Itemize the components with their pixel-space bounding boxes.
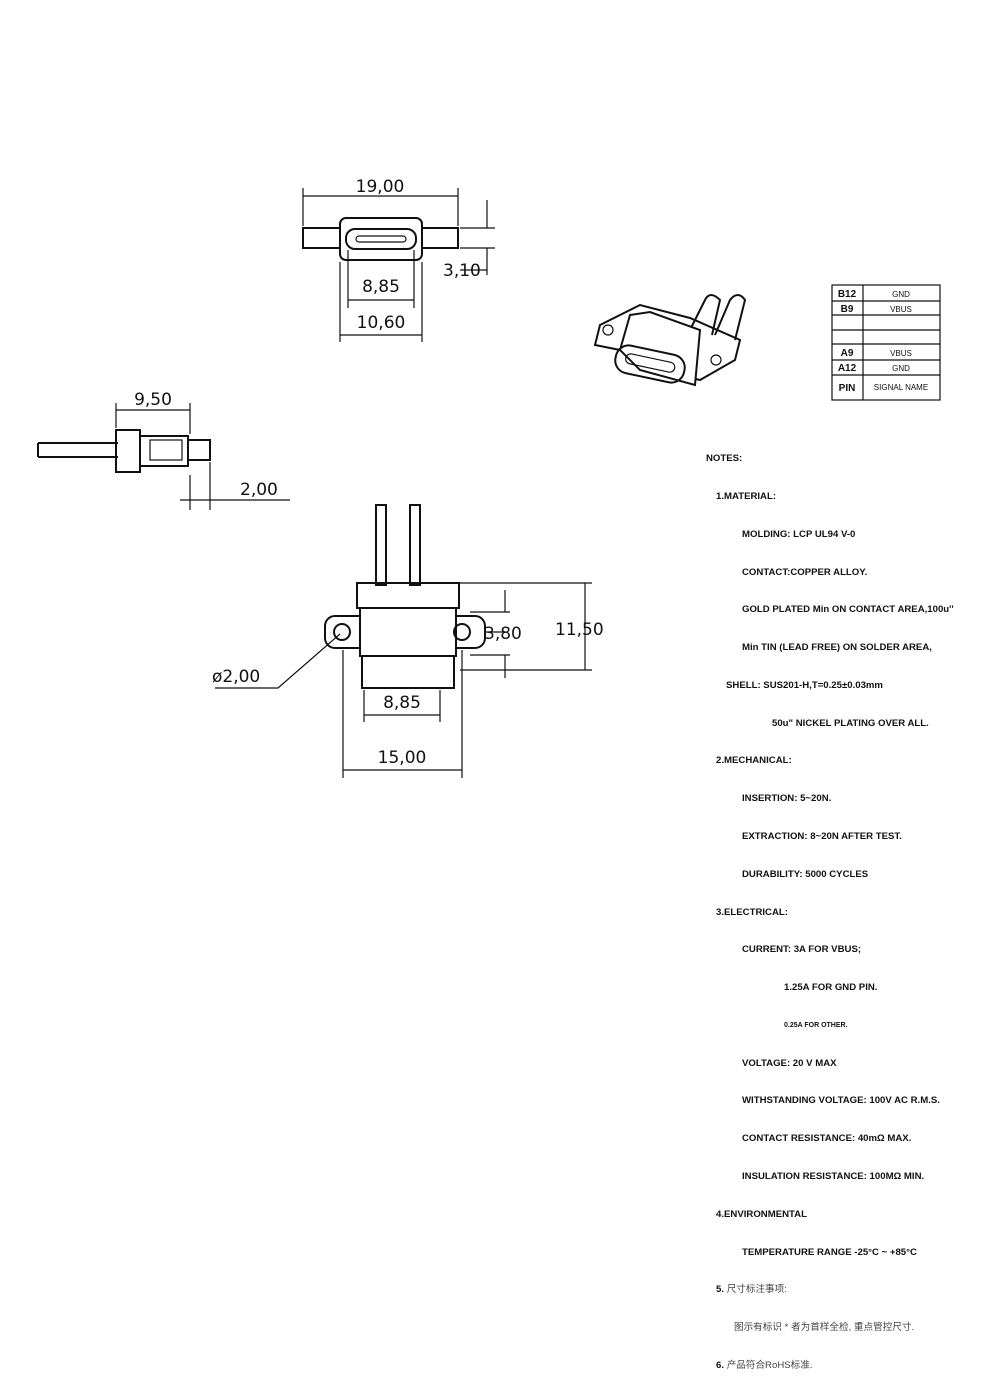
note-number: 5. bbox=[716, 1284, 725, 1296]
note-line: CONTACT:COPPER ALLOY. bbox=[742, 566, 868, 578]
dim-front-port: 8,85 bbox=[383, 693, 421, 713]
note-line: 1.25A FOR GND PIN. bbox=[784, 982, 878, 994]
note-line: GOLD PLATED Min ON CONTACT AREA,100u'' bbox=[742, 604, 954, 616]
notes-title: NOTES: bbox=[706, 453, 743, 465]
note-heading: 2.MECHANICAL: bbox=[716, 755, 792, 767]
note-line: SHELL: SUS201-H,T=0.25±0.03mm bbox=[726, 679, 883, 691]
signal-cell: VBUS bbox=[890, 305, 912, 314]
technical-drawing: 19,00 8,85 10,60 3,10 9,50 2,00 bbox=[37, 177, 941, 778]
note-line: WITHSTANDING VOLTAGE: 100V AC R.M.S. bbox=[742, 1095, 940, 1107]
pin-cell: A12 bbox=[838, 363, 857, 374]
note-heading: 3.ELECTRICAL: bbox=[716, 906, 788, 918]
note-line: DURABILITY: 5000 CYCLES bbox=[742, 868, 869, 880]
note-number: 6. bbox=[716, 1359, 725, 1371]
iso-view bbox=[593, 294, 747, 387]
note-line: VOLTAGE: 20 V MAX bbox=[742, 1057, 837, 1069]
note-line: INSERTION: 5~20N. bbox=[742, 793, 832, 805]
pin-cell: B12 bbox=[838, 289, 857, 300]
note-line: CURRENT: 3A FOR VBUS; bbox=[742, 944, 862, 956]
front-view: 3,80 11,50 ø2,00 8,85 15,00 bbox=[212, 504, 604, 778]
note-line: 50u" NICKEL PLATING OVER ALL. bbox=[772, 717, 929, 729]
note-line: 产品符合RoHS标准. bbox=[726, 1359, 813, 1371]
dim-front-height: 11,50 bbox=[555, 620, 604, 640]
pin-cell: B9 bbox=[841, 304, 854, 315]
side-view: 9,50 2,00 bbox=[37, 390, 290, 510]
notes-block: NOTES: 1.MATERIAL: MOLDING: LCP UL94 V-0… bbox=[706, 428, 954, 1385]
signal-cell: GND bbox=[892, 290, 910, 299]
note-line: EXTRACTION: 8~20N AFTER TEST. bbox=[742, 831, 902, 842]
pin-table: B12 GND B9 VBUS A9 VBUS A12 GND PIN SIGN… bbox=[831, 284, 941, 401]
dim-front-width: 15,00 bbox=[378, 748, 427, 768]
note-heading: 4.ENVIRONMENTAL bbox=[716, 1208, 807, 1220]
pin-header: PIN bbox=[839, 383, 856, 394]
note-line: Min TIN (LEAD FREE) ON SOLDER AREA, bbox=[742, 642, 932, 654]
note-heading: 1.MATERIAL: bbox=[716, 490, 777, 502]
note-line: 图示有标识 * 者为首样全检, 重点管控尺寸. bbox=[734, 1322, 915, 1334]
dim-side-length: 9,50 bbox=[134, 390, 172, 410]
dim-front-hole-dia: ø2,00 bbox=[212, 667, 260, 687]
note-line: 尺寸标注事项: bbox=[726, 1284, 787, 1296]
pin-cell: A9 bbox=[841, 348, 854, 359]
dim-top-width: 19,00 bbox=[356, 177, 405, 197]
signal-header: SIGNAL NAME bbox=[874, 383, 928, 392]
note-line: TEMPERATURE RANGE -25°C ~ +85°C bbox=[742, 1246, 917, 1258]
dim-top-port: 8,85 bbox=[362, 277, 400, 297]
dim-side-offset: 2,00 bbox=[240, 480, 278, 500]
dim-top-body: 10,60 bbox=[357, 313, 406, 333]
dim-front-hole-pitch: 3,80 bbox=[484, 624, 522, 644]
top-view: 19,00 8,85 10,60 3,10 bbox=[302, 177, 495, 342]
dim-top-height: 3,10 bbox=[443, 261, 481, 281]
note-line: CONTACT RESISTANCE: 40mΩ MAX. bbox=[742, 1133, 912, 1145]
signal-cell: GND bbox=[892, 364, 910, 373]
note-line: MOLDING: LCP UL94 V-0 bbox=[742, 528, 856, 540]
note-line: INSULATION RESISTANCE: 100MΩ MIN. bbox=[742, 1171, 925, 1183]
note-line: 0.25A FOR OTHER. bbox=[784, 1021, 848, 1029]
signal-cell: VBUS bbox=[890, 349, 912, 358]
